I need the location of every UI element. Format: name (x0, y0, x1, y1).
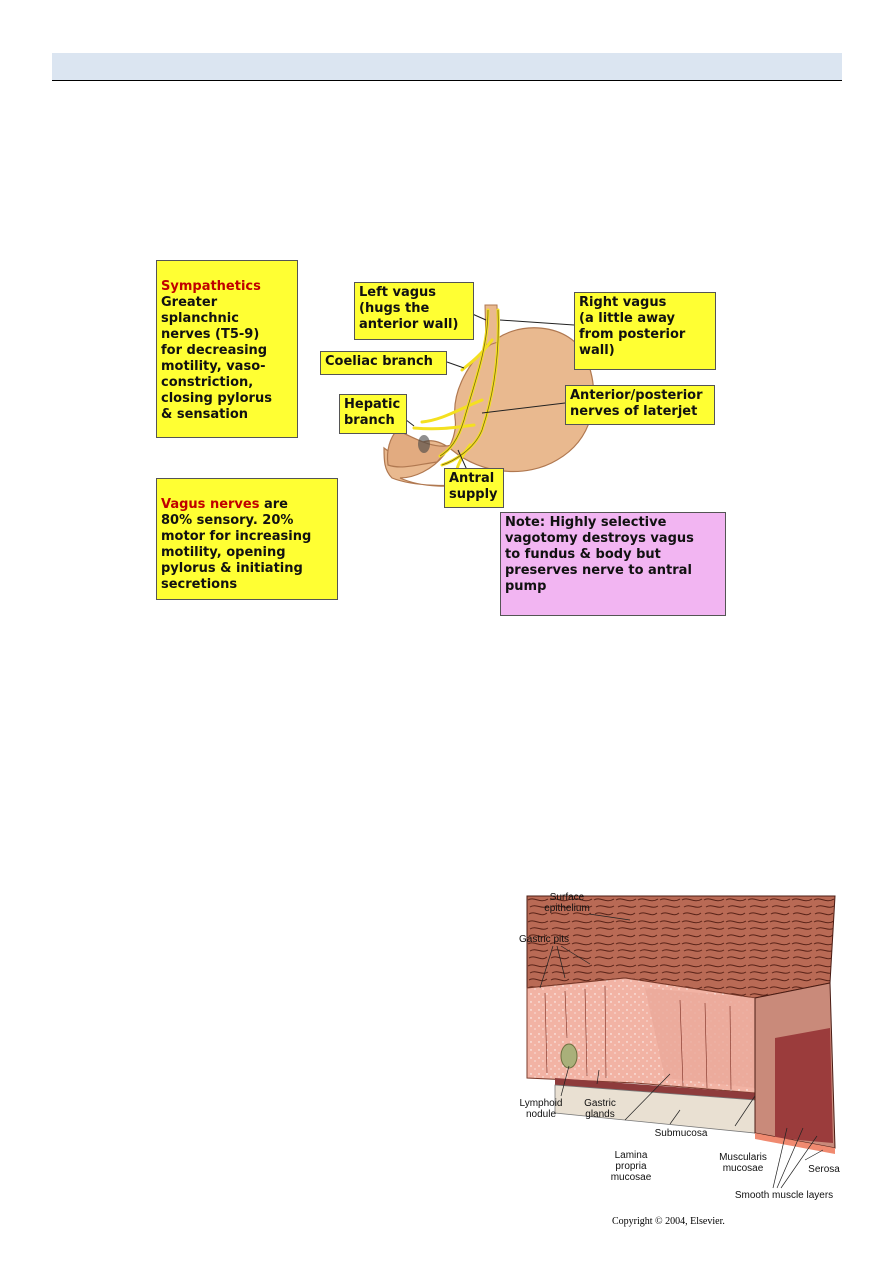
antral-supply-label: Antral supply (444, 468, 504, 508)
stomach-wall-histology-figure: Surface epithelium Gastric pits Lymphoid… (505, 888, 845, 1233)
vagotomy-note-box: Note: Highly selective vagotomy destroys… (500, 512, 726, 616)
lymphoid-nodule-label: Lymphoid nodule (511, 1098, 571, 1120)
section-header-bar (52, 53, 842, 81)
surface-epithelium-label: Surface epithelium (537, 892, 597, 914)
right-vagus-label: Right vagus (a little away from posterio… (574, 292, 716, 370)
hepatic-branch-label: Hepatic branch (339, 394, 407, 434)
vagus-nerves-box: Vagus nerves are 80% sensory. 20% motor … (156, 478, 338, 600)
coeliac-branch-label: Coeliac branch (320, 351, 447, 375)
lamina-propria-label: Lamina propria mucosae (601, 1150, 661, 1183)
serosa-label: Serosa (803, 1164, 845, 1175)
left-vagus-label: Left vagus (hugs the anterior wall) (354, 282, 474, 340)
sympathetics-text: Greater splanchnic nerves (T5-9) for dec… (161, 295, 272, 422)
smooth-muscle-layers-label: Smooth muscle layers (723, 1190, 845, 1201)
gastric-pits-label: Gastric pits (519, 934, 589, 945)
sympathetics-heading: Sympathetics (161, 279, 261, 294)
vagus-nerves-heading: Vagus nerves (161, 497, 259, 512)
submucosa-label: Submucosa (651, 1128, 711, 1139)
laterjet-nerves-label: Anterior/posterior nerves of laterjet (565, 385, 715, 425)
muscularis-mucosae-label: Muscularis mucosae (713, 1152, 773, 1174)
copyright-notice: Copyright © 2004, Elsevier. (612, 1216, 725, 1227)
gastric-glands-label: Gastric glands (577, 1098, 623, 1120)
